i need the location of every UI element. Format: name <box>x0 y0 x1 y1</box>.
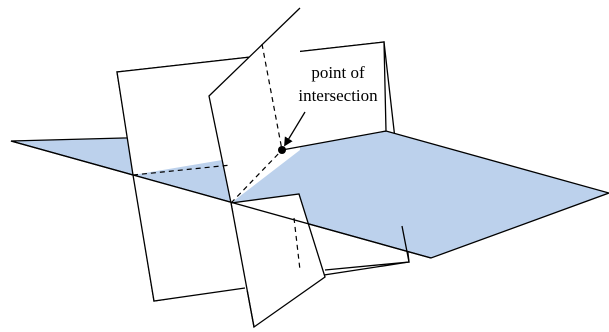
pointer-arrow <box>284 111 306 147</box>
front-vertical-plane-left-edge <box>230 202 255 328</box>
hidden-line-front-horizontal <box>230 149 283 204</box>
back-vertical-plane-lower-part <box>133 175 254 301</box>
point-label-line-2: intersection <box>298 86 378 105</box>
back-plane-horizontal-intersection <box>281 130 387 151</box>
hidden-line-back-horizontal <box>132 164 232 176</box>
back-vertical-plane-lower-edges <box>132 174 246 302</box>
back-vertical-plane-lower-right-edge <box>324 225 410 271</box>
intersection-point <box>278 146 286 154</box>
horizontal-plane-front-edge <box>10 140 432 259</box>
front-vertical-plane-upper-edges <box>208 7 301 204</box>
point-label-line-1: point of <box>311 63 365 82</box>
